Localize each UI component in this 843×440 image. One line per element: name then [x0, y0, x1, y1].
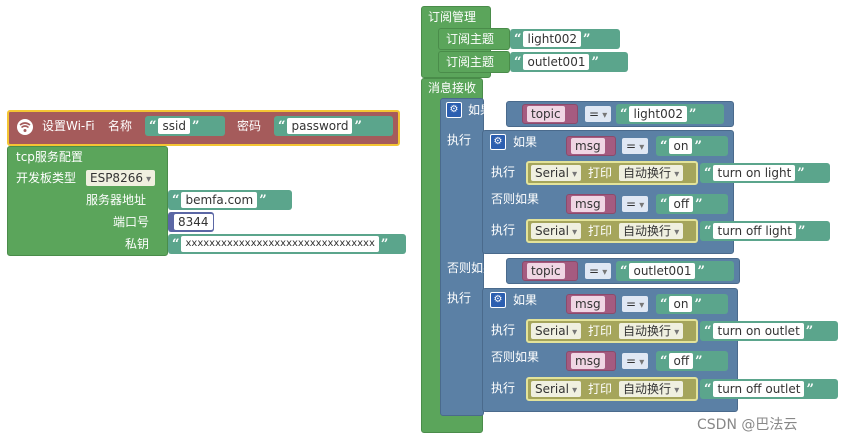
eq-op-2[interactable]: = [622, 138, 649, 154]
topic2-value[interactable]: outlet001 [523, 54, 590, 70]
print-value-2[interactable]: turn off light [713, 223, 796, 239]
ssid-string[interactable]: “ssid” [145, 116, 225, 136]
msg-receive-title: 消息接收 [428, 81, 477, 95]
print-value-4[interactable]: turn off outlet [713, 381, 805, 397]
topic2-string[interactable]: “outlet001” [510, 52, 628, 72]
newline-dropdown-1[interactable]: 自动换行 [619, 165, 684, 181]
newline-dropdown-3[interactable]: 自动换行 [619, 323, 684, 339]
topic-var-1-value[interactable]: topic [527, 106, 565, 122]
off-value-2[interactable]: off [669, 353, 694, 369]
on-string-1[interactable]: “on” [656, 136, 728, 156]
msg-var-2[interactable]: msg [566, 194, 616, 214]
outer-if-block[interactable] [440, 98, 484, 416]
on-value-1[interactable]: on [669, 138, 693, 154]
off-value-1[interactable]: off [669, 196, 694, 212]
topic-var-1[interactable]: topic [522, 104, 578, 124]
eq-op-6[interactable]: = [622, 353, 649, 369]
serial-dropdown-1[interactable]: Serial [531, 165, 582, 181]
eq-op-5[interactable]: = [622, 296, 649, 312]
print-string-2[interactable]: “turn off light” [700, 221, 830, 241]
password-string[interactable]: “password” [274, 116, 393, 136]
msg-var-4-value[interactable]: msg [571, 353, 605, 369]
ssid-value[interactable]: ssid [158, 118, 190, 134]
topic-cmp-1-value[interactable]: light002 [629, 106, 687, 122]
inner-do-label-1: 执行 [491, 165, 516, 179]
topic1-string[interactable]: “light002” [510, 29, 620, 49]
key-string[interactable]: “xxxxxxxxxxxxxxxxxxxxxxxxxxxxxxxx” [168, 234, 406, 254]
key-value[interactable]: xxxxxxxxxxxxxxxxxxxxxxxxxxxxxxxx [181, 236, 379, 252]
topic-var-2[interactable]: topic [522, 261, 578, 281]
gear-icon[interactable]: ⚙ [490, 134, 506, 150]
serial-dropdown-2[interactable]: Serial [531, 223, 582, 239]
msg-var-2-value[interactable]: msg [571, 196, 605, 212]
off-string-2[interactable]: “off” [656, 351, 728, 371]
inner-if-label-2: 如果 [513, 293, 538, 307]
inner-do-label-2: 执行 [491, 223, 516, 237]
print-string-1[interactable]: “turn on light” [700, 163, 830, 183]
key-label: 私钥 [125, 237, 150, 251]
topic-cmp-1[interactable]: “light002” [616, 104, 724, 124]
tcp-config-block[interactable] [7, 146, 168, 256]
inner-elseif-label-2: 否则如果 [491, 350, 540, 364]
msg-var-4[interactable]: msg [566, 351, 616, 371]
board-type-label: 开发板类型 [16, 171, 77, 185]
outer-do-label-2: 执行 [447, 291, 472, 305]
print-label-4: 打印 [588, 382, 613, 396]
print-label-1: 打印 [588, 166, 613, 180]
password-value[interactable]: password [287, 118, 353, 134]
server-string[interactable]: “bemfa.com” [168, 190, 292, 210]
server-value[interactable]: bemfa.com [181, 192, 258, 208]
outer-elseif-label: 否则如果 [447, 261, 496, 275]
wifi-name-label: 名称 [108, 119, 133, 133]
port-label: 端口号 [113, 215, 150, 229]
msg-var-3-value[interactable]: msg [571, 296, 605, 312]
off-string-1[interactable]: “off” [656, 194, 728, 214]
eq-op-3[interactable]: = [622, 196, 649, 212]
inner-if-label-1: 如果 [513, 135, 538, 149]
port-value[interactable]: 8344 [174, 214, 213, 230]
msg-var-1[interactable]: msg [566, 136, 616, 156]
sub-topic-label-2: 订阅主题 [446, 55, 495, 69]
print-string-3[interactable]: “turn on outlet” [700, 321, 838, 341]
newline-dropdown-4[interactable]: 自动换行 [619, 381, 684, 397]
subscribe-title: 订阅管理 [428, 10, 477, 24]
sub-topic-label-1: 订阅主题 [446, 32, 495, 46]
newline-dropdown-2[interactable]: 自动换行 [619, 223, 684, 239]
tcp-title: tcp服务配置 [16, 150, 83, 164]
board-type-dropdown[interactable]: ESP8266 [86, 170, 156, 186]
sub-topic-block-2[interactable] [438, 51, 510, 73]
eq-op-4[interactable]: = [585, 263, 612, 279]
serial-dropdown-3[interactable]: Serial [531, 323, 582, 339]
wifi-title: 设置Wi-Fi [42, 119, 95, 133]
gear-icon[interactable]: ⚙ [490, 292, 506, 308]
outer-do-label-1: 执行 [447, 133, 472, 147]
topic-cmp-2[interactable]: “outlet001” [616, 261, 734, 281]
inner-do-label-3: 执行 [491, 323, 516, 337]
watermark: CSDN @巴法云 [697, 417, 798, 433]
msg-var-3[interactable]: msg [566, 294, 616, 314]
port-number[interactable]: 8344 [168, 212, 214, 232]
msg-var-1-value[interactable]: msg [571, 138, 605, 154]
gear-icon[interactable]: ⚙ [446, 102, 462, 118]
print-value-1[interactable]: turn on light [713, 165, 796, 181]
topic-cmp-2-value[interactable]: outlet001 [629, 263, 696, 279]
sub-topic-block-1[interactable] [438, 28, 510, 50]
wifi-password-label: 密码 [237, 119, 262, 133]
inner-elseif-label-1: 否则如果 [491, 192, 540, 206]
inner-do-label-4: 执行 [491, 381, 516, 395]
print-label-3: 打印 [588, 324, 613, 338]
print-label-2: 打印 [588, 224, 613, 238]
on-value-2[interactable]: on [669, 296, 693, 312]
wifi-icon [17, 119, 33, 135]
topic-var-2-value[interactable]: topic [527, 263, 565, 279]
server-label: 服务器地址 [86, 193, 147, 207]
outer-if-label: 如果 [468, 103, 493, 117]
print-string-4[interactable]: “turn off outlet” [700, 379, 838, 399]
eq-op-1[interactable]: = [585, 106, 612, 122]
on-string-2[interactable]: “on” [656, 294, 728, 314]
print-value-3[interactable]: turn on outlet [713, 323, 804, 339]
serial-dropdown-4[interactable]: Serial [531, 381, 582, 397]
topic1-value[interactable]: light002 [523, 31, 581, 47]
